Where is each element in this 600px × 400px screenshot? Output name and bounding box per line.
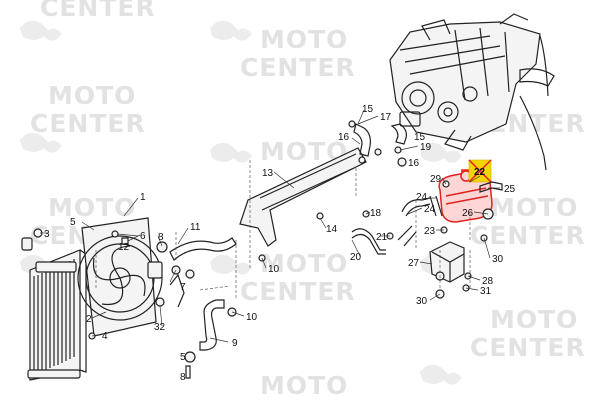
- sensor-8[interactable]: [156, 241, 168, 253]
- callout-5[interactable]: 5: [70, 217, 76, 228]
- clamp-16b[interactable]: [374, 148, 382, 156]
- callout-9[interactable]: 9: [232, 338, 238, 349]
- watermark-center: CENTER: [240, 277, 356, 306]
- clip-12[interactable]: [121, 237, 129, 245]
- watermark-center: CENTER: [470, 333, 586, 362]
- callout-24b[interactable]: 24: [416, 192, 428, 203]
- assembly-guides: [95, 160, 471, 300]
- marker-cross-icon: [468, 159, 492, 183]
- callout-7[interactable]: 7: [180, 282, 186, 293]
- bolt-8[interactable]: [185, 365, 191, 379]
- bolt-14[interactable]: [316, 212, 324, 220]
- callout-18[interactable]: 18: [370, 208, 382, 219]
- watermark-moto: MOTO: [490, 305, 578, 334]
- callout-6[interactable]: 6: [140, 231, 146, 242]
- callout-12[interactable]: 12: [118, 242, 130, 253]
- hose-11[interactable]: [169, 237, 237, 261]
- callout-22[interactable]: 22: [474, 167, 486, 178]
- leader-lines: [40, 109, 500, 343]
- callout-16b[interactable]: 16: [408, 158, 420, 169]
- radiator[interactable]: [27, 249, 87, 381]
- callout-21[interactable]: 21: [376, 232, 388, 243]
- watermark-moto: MOTO: [260, 371, 348, 400]
- watermark-center: CENTER: [470, 221, 586, 250]
- bolt-6[interactable]: [111, 230, 119, 238]
- fan-assembly[interactable]: [77, 217, 163, 337]
- callout-20[interactable]: 20: [350, 252, 362, 263]
- bracket-27[interactable]: [429, 241, 465, 283]
- pipe-24[interactable]: [397, 197, 431, 247]
- clamp-5[interactable]: [184, 351, 196, 363]
- watermark-moto: MOTO: [48, 193, 136, 222]
- radiator-cap[interactable]: [21, 237, 33, 251]
- callout-1[interactable]: 1: [140, 192, 146, 203]
- callout-30b[interactable]: 30: [416, 296, 428, 307]
- callouts: 1 2 3 4 5 5 6 7 8 8 9 10 10 11 12 13 14 …: [44, 104, 516, 383]
- watermark-moto: MOTO: [260, 249, 348, 278]
- callout-29[interactable]: 29: [430, 174, 442, 185]
- callout-13[interactable]: 13: [262, 168, 274, 179]
- callout-27[interactable]: 27: [408, 258, 420, 269]
- callout-2[interactable]: 2: [86, 314, 92, 325]
- callout-19[interactable]: 19: [420, 142, 432, 153]
- clamp-17[interactable]: [348, 120, 356, 128]
- callout-15b[interactable]: 15: [414, 132, 426, 143]
- callout-10b[interactable]: 10: [246, 312, 258, 323]
- callout-11[interactable]: 11: [190, 222, 201, 233]
- callout-31[interactable]: 31: [480, 286, 492, 297]
- hose-25[interactable]: [479, 181, 503, 193]
- connector-32[interactable]: [155, 297, 165, 307]
- clamp-9b[interactable]: [185, 269, 195, 279]
- hose-16[interactable]: [353, 123, 371, 157]
- callout-14[interactable]: 14: [326, 224, 338, 235]
- fan-motor[interactable]: [147, 261, 163, 279]
- clamp-16c[interactable]: [397, 157, 407, 167]
- callout-16[interactable]: 16: [338, 132, 350, 143]
- watermark-moto: CENTER: [40, 0, 156, 22]
- callout-23[interactable]: 23: [424, 226, 436, 237]
- callout-15[interactable]: 15: [362, 104, 374, 115]
- callout-8[interactable]: 8: [158, 232, 164, 243]
- callout-5b[interactable]: 5: [180, 352, 186, 363]
- clamp-16d[interactable]: [358, 156, 366, 164]
- pipe-24b[interactable]: [429, 195, 443, 217]
- hose-15[interactable]: [390, 123, 407, 145]
- watermark-moto: MOTO: [48, 81, 136, 110]
- callout-28[interactable]: 28: [482, 276, 494, 287]
- callout-25[interactable]: 25: [504, 184, 516, 195]
- callout-32[interactable]: 32: [154, 322, 166, 333]
- watermark-center: CENTER: [240, 53, 356, 82]
- callout-8b[interactable]: 8: [180, 372, 186, 383]
- watermark-moto: MOTO: [490, 193, 578, 222]
- hose-9[interactable]: [199, 299, 225, 351]
- callout-24a[interactable]: 24: [424, 204, 436, 215]
- callout-30a[interactable]: 30: [492, 254, 504, 265]
- callout-4[interactable]: 4: [102, 331, 108, 342]
- callout-10a[interactable]: 10: [268, 264, 280, 275]
- expansion-tank-22[interactable]: [438, 169, 493, 223]
- callout-3[interactable]: 3: [44, 229, 50, 240]
- pipe-20[interactable]: [351, 228, 386, 255]
- callout-26[interactable]: 26: [462, 208, 474, 219]
- bracket-7[interactable]: [169, 273, 185, 308]
- engine-assembly[interactable]: [389, 13, 555, 171]
- watermark-center: CENTER: [30, 109, 146, 138]
- callout-17[interactable]: 17: [380, 112, 392, 123]
- watermark-moto: MOTO: [260, 25, 348, 54]
